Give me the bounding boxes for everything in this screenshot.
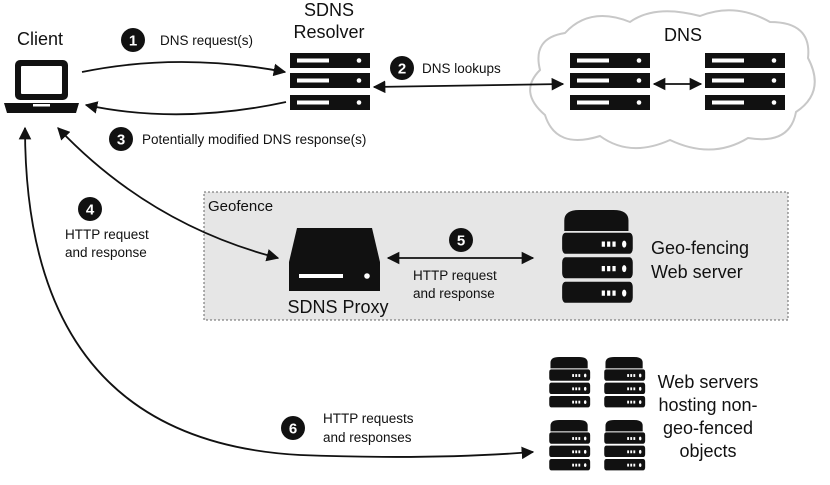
dns-server-left <box>570 53 650 110</box>
step6-label-line2: and responses <box>323 430 412 445</box>
step6-label-line1: HTTP requests <box>323 411 414 426</box>
step1-arrow <box>81 61 287 77</box>
step6-arrow <box>18 126 535 460</box>
step3-label: Potentially modified DNS response(s) <box>142 132 366 147</box>
step2-label: DNS lookups <box>422 61 501 76</box>
svg-text:2: 2 <box>398 61 406 78</box>
svg-text:1: 1 <box>129 33 137 50</box>
resolver-label-line2: Resolver <box>293 22 364 42</box>
step5-label-line2: and response <box>413 286 495 301</box>
geofence-label: Geofence <box>208 198 273 215</box>
web-servers-label-line2: hosting non- <box>658 395 757 415</box>
svg-text:4: 4 <box>86 202 95 219</box>
web-server-icon-3 <box>549 420 591 471</box>
laptop-icon <box>4 60 79 113</box>
step4-marker: 4 <box>78 197 102 221</box>
resolver-label-line1: SDNS <box>304 0 354 20</box>
web-server-icon-4 <box>604 420 646 471</box>
geo-server-label-line1: Geo-fencing <box>651 238 749 258</box>
step1-label: DNS request(s) <box>160 33 253 48</box>
step3-marker: 3 <box>109 127 133 151</box>
web-servers-label-line3: geo-fenced <box>663 418 753 438</box>
step6-marker: 6 <box>281 416 305 440</box>
geo-server-label-line2: Web server <box>651 262 743 282</box>
step2-marker: 2 <box>390 56 414 80</box>
svg-text:5: 5 <box>457 233 465 250</box>
step4-label-line2: and response <box>65 245 147 260</box>
step2-arrow <box>372 77 565 94</box>
resolver-server <box>290 53 370 110</box>
svg-text:3: 3 <box>117 132 125 149</box>
step1-marker: 1 <box>121 28 145 52</box>
web-servers-label-line1: Web servers <box>658 372 759 392</box>
dns-server-right <box>705 53 785 110</box>
web-server-icon-1 <box>549 357 591 408</box>
web-server-icon-2 <box>604 357 646 408</box>
step5-label-line1: HTTP request <box>413 268 497 283</box>
svg-text:6: 6 <box>289 421 297 438</box>
client-label: Client <box>17 29 63 49</box>
proxy-label: SDNS Proxy <box>287 297 388 317</box>
step4-label-line1: HTTP request <box>65 227 149 242</box>
dns-label: DNS <box>664 25 702 45</box>
web-servers-label-line4: objects <box>679 441 736 461</box>
step3-arrow <box>84 101 287 116</box>
step5-marker: 5 <box>449 228 473 252</box>
proxy-server-icon <box>289 228 380 291</box>
